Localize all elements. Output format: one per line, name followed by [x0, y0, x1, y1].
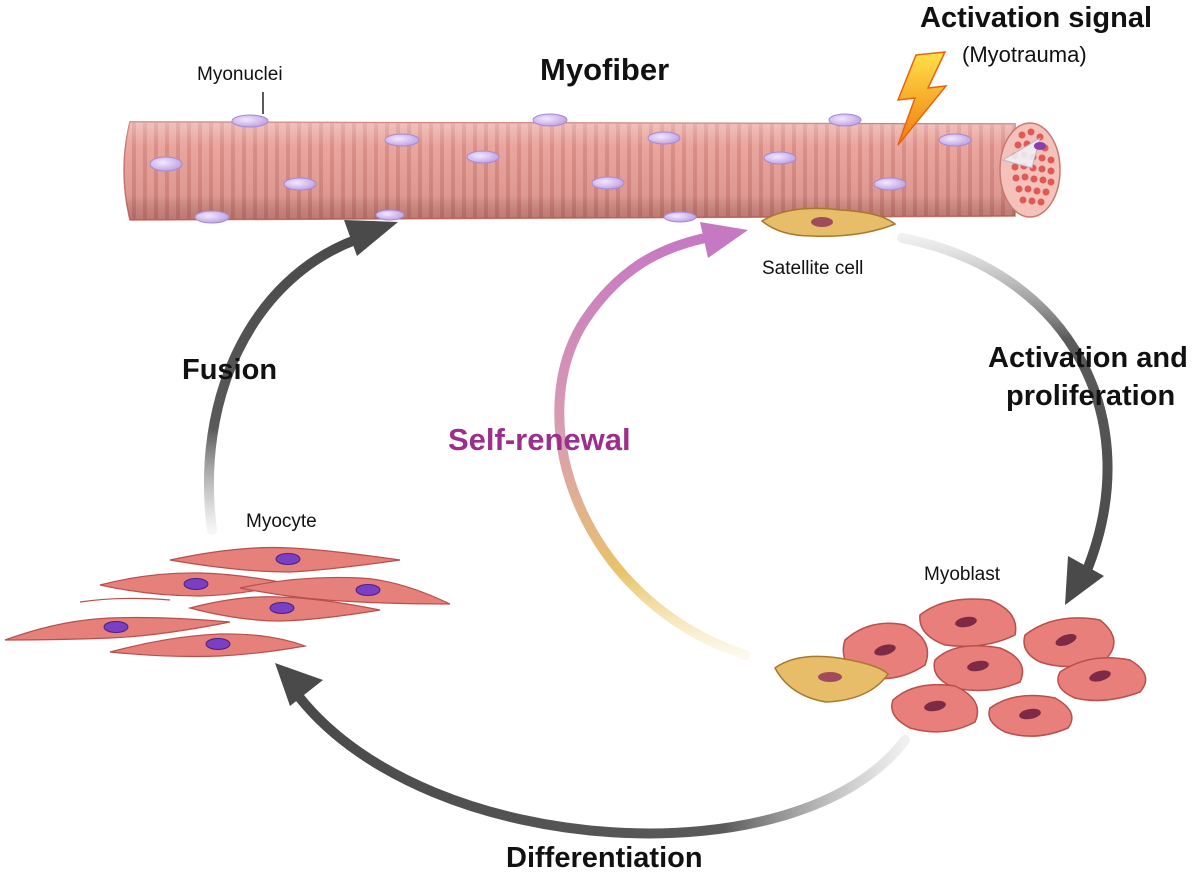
- myoblast-cell: [891, 683, 979, 733]
- myocyte-cell: [79, 597, 171, 603]
- myonuclei-label: Myonuclei: [197, 64, 283, 85]
- lightning-bolt-icon: [896, 51, 948, 146]
- activation-step-label-line2: proliferation: [1006, 380, 1176, 412]
- myofiber: [123, 92, 1061, 224]
- fusion-arrowhead: [344, 220, 398, 256]
- differentiation-arrowhead: [275, 663, 323, 706]
- cut-nucleus: [1034, 142, 1046, 150]
- differentiation-step-label: Differentiation: [506, 842, 703, 874]
- myoblast-label: Myoblast: [924, 564, 1001, 585]
- satellite-cell-self-renewing: [774, 655, 889, 703]
- activation-signal-title: Activation signal: [920, 2, 1153, 34]
- activation-step-label-line1: Activation and: [988, 342, 1188, 374]
- myonuclei: [149, 113, 972, 224]
- myocyte-cell: [169, 546, 401, 573]
- myocyte-cell: [99, 572, 291, 597]
- myocyte-cell: [109, 633, 308, 658]
- myoblast-cell: [1057, 657, 1147, 702]
- myoblast-cell: [933, 645, 1024, 692]
- activation-arrowhead: [1065, 556, 1104, 605]
- self-renewal-arrow: [554, 233, 750, 660]
- satellite-cell-on-fiber: [760, 207, 897, 237]
- self-renewal-label: Self-renewal: [448, 422, 631, 457]
- fusion-step-label: Fusion: [182, 354, 278, 386]
- sarcolemma-flap: [1001, 136, 1041, 169]
- myofiber-title: Myofiber: [540, 52, 670, 87]
- myoblast-cell: [988, 694, 1073, 737]
- myofiber-shading: [124, 122, 1015, 220]
- myoblast-cell: [919, 598, 1017, 647]
- satellite-cell-label: Satellite cell: [762, 258, 864, 279]
- myocyte-cell: [4, 616, 231, 641]
- differentiation-arrow: [295, 693, 910, 839]
- myocyte-label: Myocyte: [246, 511, 317, 532]
- myocyte-cluster: [4, 546, 451, 658]
- activation-signal-subtitle: (Myotrauma): [962, 42, 1087, 67]
- myoblast-cluster: [842, 598, 1147, 737]
- activation-arrow: [897, 233, 1113, 580]
- self-renewal-arrowhead: [700, 222, 748, 258]
- fusion-arrow: [204, 235, 360, 535]
- myocyte-cell: [187, 596, 381, 622]
- myoblast-cell: [1023, 617, 1115, 668]
